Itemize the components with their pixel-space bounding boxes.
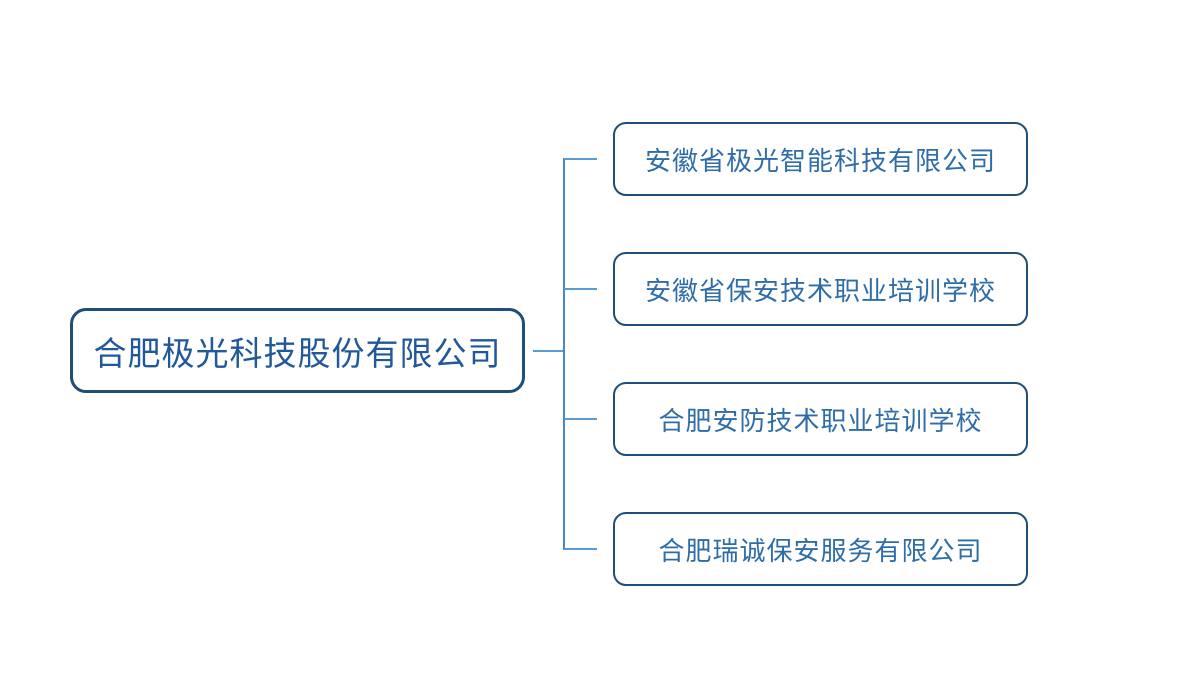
connector-trunk bbox=[563, 158, 565, 550]
subsidiary-node-1-label: 安徽省极光智能科技有限公司 bbox=[644, 145, 996, 176]
connector-branch-3 bbox=[564, 418, 597, 420]
subsidiary-node-2: 安徽省保安技术职业培训学校 bbox=[613, 252, 1028, 326]
subsidiary-node-3: 合肥安防技术职业培训学校 bbox=[613, 382, 1028, 456]
subsidiary-node-2-label: 安徽省保安技术职业培训学校 bbox=[644, 275, 996, 306]
connector-branch-2 bbox=[564, 288, 597, 290]
connector-branch-4 bbox=[564, 548, 597, 550]
subsidiary-node-4-label: 合肥瑞诚保安服务有限公司 bbox=[658, 535, 983, 566]
subsidiary-node-3-label: 合肥安防技术职业培训学校 bbox=[658, 405, 983, 436]
root-node-label: 合肥极光科技股份有限公司 bbox=[93, 334, 502, 372]
subsidiary-node-1: 安徽省极光智能科技有限公司 bbox=[613, 122, 1028, 196]
root-node-box: 合肥极光科技股份有限公司 bbox=[70, 308, 525, 393]
connector-branch-1 bbox=[564, 158, 597, 160]
connector-root-branch bbox=[533, 350, 564, 352]
subsidiary-node-4: 合肥瑞诚保安服务有限公司 bbox=[613, 512, 1028, 586]
